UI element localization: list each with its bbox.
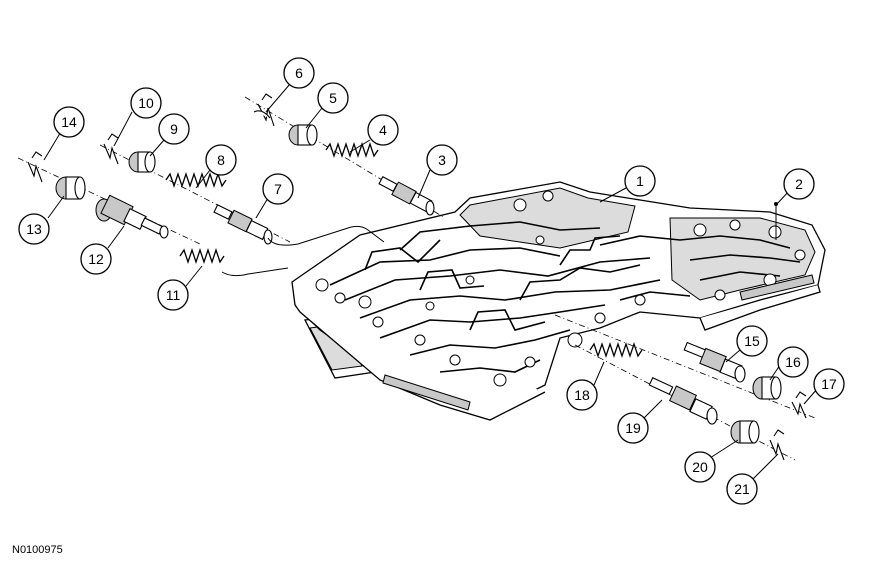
callout-14: 14 bbox=[53, 106, 85, 138]
callout-4: 4 bbox=[367, 114, 399, 146]
part-plug-5 bbox=[288, 124, 318, 146]
callout-7: 7 bbox=[262, 173, 294, 205]
callout-label: 19 bbox=[625, 420, 641, 436]
locating-tube-lower bbox=[221, 267, 289, 277]
callout-label: 7 bbox=[274, 181, 282, 197]
callout-label: 21 bbox=[734, 481, 750, 497]
part-clip-6 bbox=[253, 93, 275, 127]
callout-label: 4 bbox=[379, 122, 387, 138]
callout-label: 14 bbox=[61, 114, 77, 130]
callout-label: 8 bbox=[217, 152, 225, 168]
part-clip-17 bbox=[791, 391, 807, 419]
callout-9: 9 bbox=[158, 113, 190, 145]
callout-2: 2 bbox=[783, 168, 815, 200]
callout-label: 9 bbox=[170, 121, 178, 137]
callout-label: 3 bbox=[438, 152, 446, 168]
callout-12: 12 bbox=[80, 243, 112, 275]
part-plug-20 bbox=[730, 420, 760, 444]
callout-11: 11 bbox=[157, 279, 189, 311]
leader-lines bbox=[43, 83, 819, 481]
callout-13: 13 bbox=[18, 213, 50, 245]
part-valve-19 bbox=[648, 376, 718, 425]
callout-label: 17 bbox=[821, 376, 837, 392]
callout-label: 18 bbox=[574, 387, 590, 403]
callout-label: 5 bbox=[329, 90, 337, 106]
callout-label: 10 bbox=[138, 95, 154, 111]
part-valve-7 bbox=[213, 204, 273, 245]
part-pin-2 bbox=[774, 202, 778, 240]
callout-15: 15 bbox=[736, 325, 768, 357]
valve-body bbox=[291, 181, 826, 421]
part-spring-18 bbox=[589, 341, 643, 359]
part-plug-13 bbox=[55, 176, 86, 200]
part-plug-9 bbox=[128, 151, 156, 173]
callout-label: 6 bbox=[295, 65, 303, 81]
callout-17: 17 bbox=[813, 368, 845, 400]
figure-code: N0100975 bbox=[12, 544, 63, 556]
part-clip-10 bbox=[103, 133, 119, 165]
callout-8: 8 bbox=[205, 144, 237, 176]
part-valve-15 bbox=[683, 341, 746, 383]
locating-tube bbox=[267, 225, 385, 246]
callout-label: 15 bbox=[744, 333, 760, 349]
callout-label: 13 bbox=[26, 221, 42, 237]
callout-label: 20 bbox=[692, 459, 708, 475]
part-valve-12 bbox=[95, 194, 169, 239]
callout-label: 16 bbox=[785, 354, 801, 370]
callout-label: 1 bbox=[636, 173, 644, 189]
callout-10: 10 bbox=[130, 87, 162, 119]
callout-16: 16 bbox=[777, 346, 809, 378]
part-spring-8 bbox=[165, 171, 227, 189]
callout-label: 12 bbox=[88, 251, 104, 267]
part-valve-3 bbox=[378, 175, 435, 216]
part-clip-14 bbox=[27, 151, 43, 183]
callout-20: 20 bbox=[684, 451, 716, 483]
part-spring-11 bbox=[179, 247, 225, 265]
callout-label: 11 bbox=[166, 287, 181, 303]
callout-label: 2 bbox=[795, 176, 803, 192]
callout-1: 1 bbox=[624, 165, 656, 197]
valve-body-holes bbox=[315, 190, 806, 387]
callout-19: 19 bbox=[617, 412, 649, 444]
part-plug-16 bbox=[752, 376, 782, 400]
callout-3: 3 bbox=[426, 144, 458, 176]
callout-21: 21 bbox=[726, 473, 758, 505]
callout-5: 5 bbox=[317, 82, 349, 114]
part-spring-4 bbox=[325, 141, 379, 159]
callout-18: 18 bbox=[566, 379, 598, 411]
callout-6: 6 bbox=[283, 57, 315, 89]
part-clip-21 bbox=[769, 429, 785, 461]
